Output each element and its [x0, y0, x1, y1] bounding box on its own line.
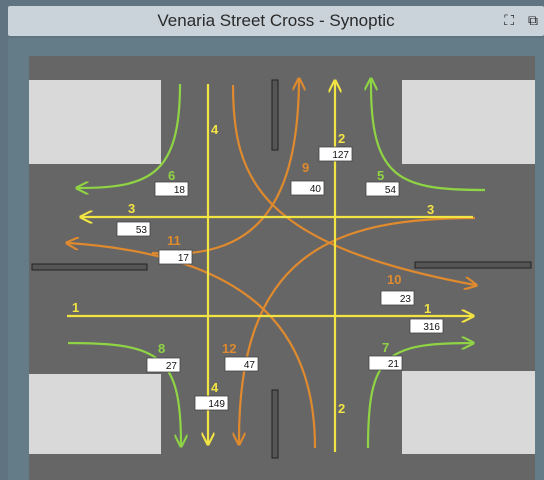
- lane-number: 5: [377, 168, 384, 183]
- count-value: 40: [310, 184, 322, 195]
- lane-number: 4: [211, 380, 219, 395]
- corner-block-sw: [29, 374, 161, 454]
- count-box: 54: [365, 181, 400, 197]
- external-link-icon[interactable]: ⧉: [528, 12, 538, 28]
- flow-12: [239, 216, 476, 443]
- count-box: 40: [290, 180, 325, 196]
- count-value: 53: [136, 225, 148, 236]
- count-value: 27: [166, 361, 178, 372]
- median-west: [31, 263, 148, 271]
- lane-number: 4: [211, 122, 219, 137]
- count-box: 53: [116, 221, 151, 237]
- count-box: 316: [409, 318, 444, 334]
- count-value: 149: [208, 399, 225, 410]
- count-value: 18: [174, 185, 186, 196]
- count-box: 21: [368, 355, 403, 371]
- corner-block-nw: [29, 80, 161, 164]
- lane-number: 9: [302, 160, 309, 175]
- window-title: Venaria Street Cross - Synoptic: [157, 11, 395, 30]
- count-box: 127: [318, 146, 353, 162]
- count-value: 21: [388, 359, 400, 370]
- lane-number: 8: [158, 341, 165, 356]
- count-box: 23: [380, 290, 415, 306]
- median-south: [271, 389, 279, 459]
- flow-11: [68, 243, 317, 449]
- lane-number: 2: [338, 401, 345, 416]
- count-value: 17: [178, 253, 190, 264]
- lane-number: 10: [387, 272, 401, 287]
- count-value: 47: [244, 360, 256, 371]
- median-north: [271, 79, 279, 151]
- corner-block-ne: [402, 80, 535, 164]
- lane-number: 12: [222, 341, 236, 356]
- window-titlebar: Venaria Street Cross - Synoptic ⛶ ⧉: [8, 6, 544, 36]
- lane-number: 3: [427, 202, 434, 217]
- count-box: 27: [146, 357, 181, 373]
- count-box: 17: [158, 249, 193, 265]
- lane-number: 11: [167, 233, 181, 248]
- flow-6: [78, 83, 182, 188]
- lane-number: 6: [168, 168, 175, 183]
- lane-number: 1: [72, 300, 79, 315]
- count-box: 18: [154, 181, 189, 197]
- lane-number: 3: [128, 201, 135, 216]
- count-box: 149: [194, 395, 229, 411]
- count-box: 47: [224, 356, 259, 372]
- flow-5: [371, 80, 486, 192]
- count-value: 127: [332, 150, 349, 161]
- expand-icon[interactable]: ⛶: [504, 12, 514, 28]
- median-east: [414, 261, 532, 269]
- count-value: 23: [400, 294, 412, 305]
- count-value: 316: [423, 322, 440, 333]
- lane-number: 1: [424, 301, 431, 316]
- count-value: 54: [385, 185, 397, 196]
- lane-number: 7: [382, 340, 389, 355]
- lane-number: 2: [338, 131, 345, 146]
- corner-block-se: [402, 371, 535, 454]
